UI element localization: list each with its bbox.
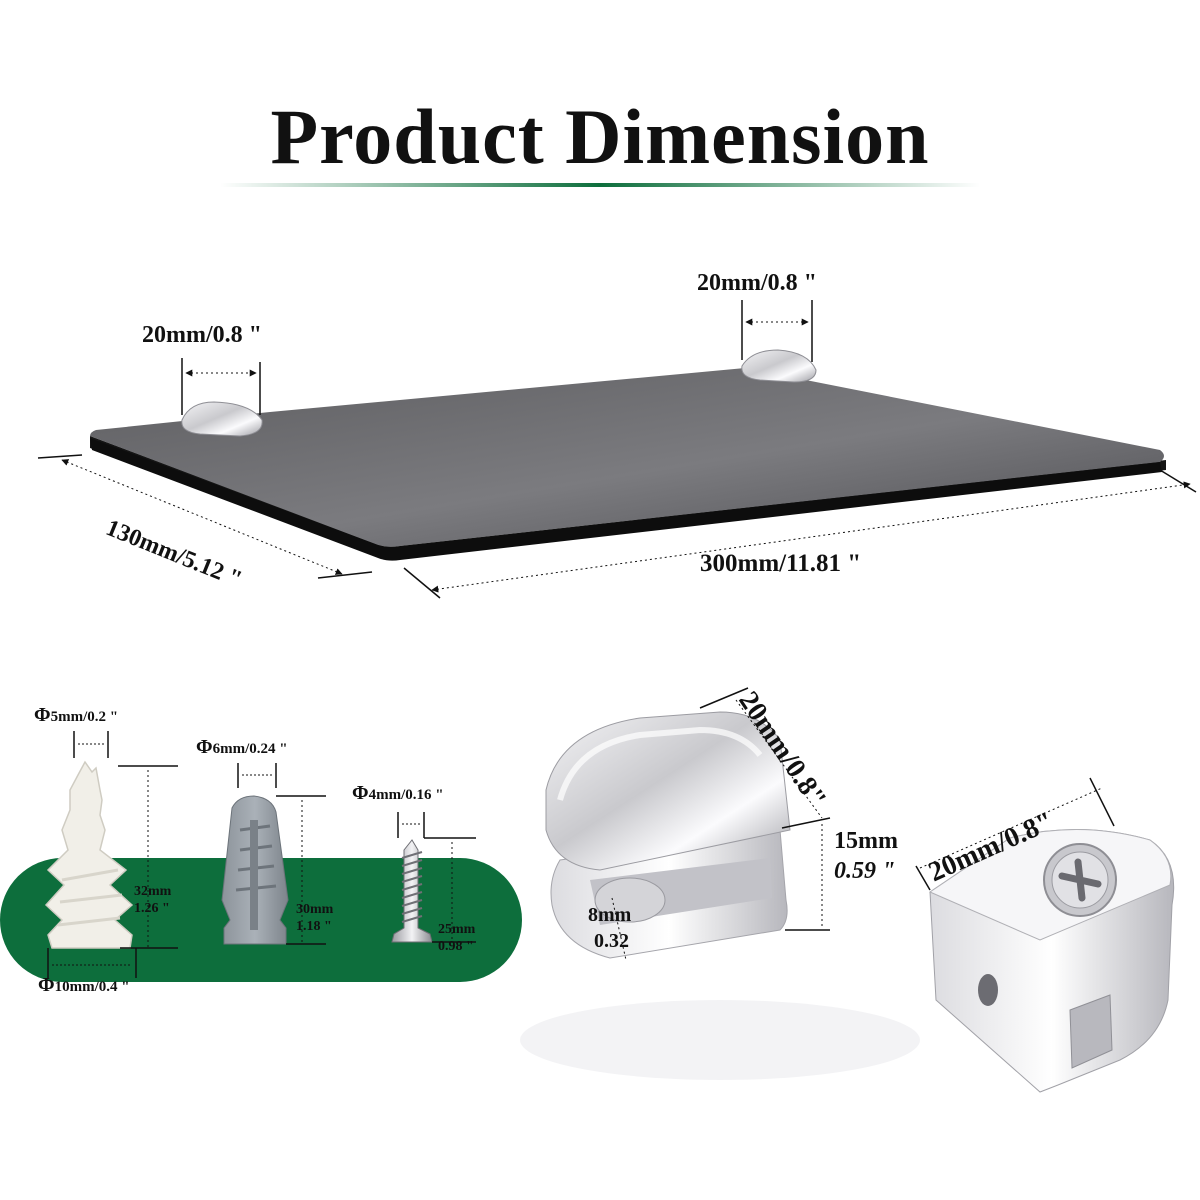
glass-clamp-front — [520, 711, 920, 1080]
glass-clamp-back — [928, 829, 1175, 1093]
page-title: Product Dimension — [270, 93, 930, 180]
wall-plug — [221, 795, 289, 945]
dim-clamp-front — [611, 687, 831, 961]
label-plug-length-in: 1.18 " — [296, 919, 332, 934]
label-anchor-length-in: 1.26 " — [134, 901, 170, 916]
label-screw-length-mm: 25mm — [438, 922, 476, 937]
dim-bracket-left — [181, 358, 261, 415]
label-screw-diameter: Φ4mm/0.16 " — [352, 782, 444, 804]
label-clamp-gap-mm: 8mm — [588, 904, 632, 926]
dim-depth — [37, 454, 373, 579]
title-underline — [220, 183, 980, 187]
label-clamp-height-in: 0.59 " — [834, 858, 896, 884]
screw — [391, 839, 433, 943]
dim-width — [403, 469, 1197, 599]
shelf-bracket-left — [181, 401, 263, 437]
phi-symbol: Φ — [34, 704, 51, 726]
label-anchor-diameter: Φ5mm/0.2 " — [34, 704, 119, 726]
dim-bracket-right — [741, 300, 813, 362]
dim-anchor — [47, 731, 178, 978]
label-screw-length-in: 0.98 " — [438, 939, 474, 954]
dim-clamp-back — [915, 777, 1115, 891]
label-bracket-gap-right: 20mm/0.8 " — [697, 270, 817, 296]
label-plug-diameter: Φ6mm/0.24 " — [196, 736, 288, 758]
label-plug-length-mm: 30mm — [296, 902, 334, 917]
label-anchor-base: Φ10mm/0.4 " — [38, 974, 130, 996]
label-anchor-length-mm: 32mm — [134, 884, 172, 899]
label-clamp-gap-in: 0.32 — [594, 930, 629, 952]
dim-plug — [237, 763, 326, 945]
shelf-bracket-right — [741, 349, 817, 383]
label-width: 300mm/11.81 " — [700, 550, 862, 577]
glass-shelf — [90, 368, 1166, 561]
wall-anchor — [44, 760, 134, 949]
dim-screw — [397, 812, 476, 943]
label-bracket-gap-left: 20mm/0.8 " — [142, 322, 262, 348]
label-clamp-height-mm: 15mm — [834, 828, 898, 854]
